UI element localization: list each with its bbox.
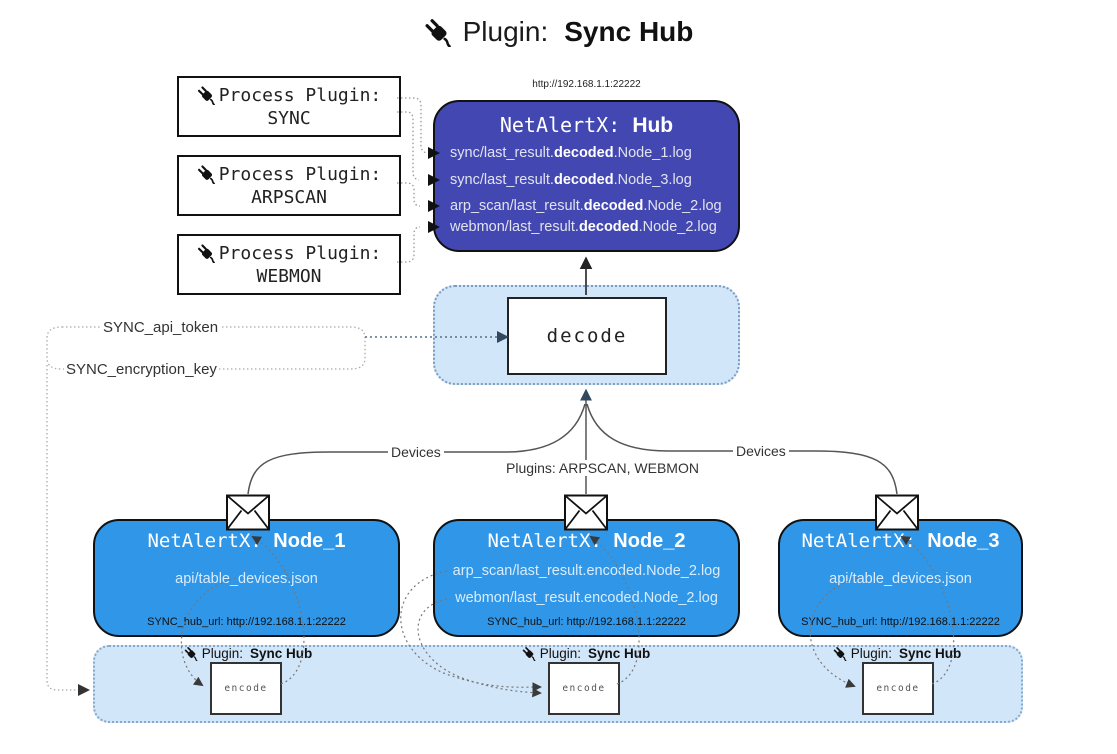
hub-title: NetAlertX: Hub [435, 113, 738, 138]
envelope-icon [875, 494, 919, 531]
plug-icon [184, 646, 199, 661]
config-api-token-label: SYNC_api_token [101, 319, 221, 336]
band-plugin-label: Plugin:Sync Hub [807, 646, 987, 661]
title-label: Plugin: [462, 16, 549, 47]
hub-node: NetAlertX: Hub sync/last_result.decoded.… [433, 100, 740, 252]
process-plugin-sync: Process Plugin: SYNC [177, 76, 401, 137]
config-to-band-arrowhead [78, 684, 90, 696]
config-encryption-key-label: SYNC_encryption_key [64, 361, 219, 378]
plug-icon [197, 85, 217, 105]
envelope-icon [564, 494, 608, 531]
process-plugin-name: SYNC [267, 107, 311, 129]
band-plugin-label: Plugin:Sync Hub [158, 646, 338, 661]
process-plugin-label: Process Plugin: [218, 163, 382, 185]
band-plugin-label: Plugin:Sync Hub [496, 646, 676, 661]
edge-label-plugins: Plugins: ARPSCAN, WEBMON [503, 460, 702, 476]
plug-icon [197, 164, 217, 184]
hub-file: sync/last_result.decoded.Node_1.log [450, 145, 692, 161]
node-1: NetAlertX: Node_1 api/table_devices.json… [93, 519, 400, 637]
process-plugin-name: ARPSCAN [251, 186, 327, 208]
process-plugin-label: Process Plugin: [218, 242, 382, 264]
hub-title-prefix: NetAlertX: [499, 113, 621, 137]
encode-box: encode [548, 662, 620, 715]
node-3: NetAlertX: Node_3 api/table_devices.json… [778, 519, 1023, 637]
node-to-decode-curves [247, 388, 898, 495]
node-hub-url: SYNC_hub_url: http://192.168.1.1:22222 [801, 616, 1000, 628]
plug-icon [424, 17, 454, 47]
plug-icon [522, 646, 537, 661]
node-hub-url: SYNC_hub_url: http://192.168.1.1:22222 [147, 616, 346, 628]
process-plugin-arpscan: Process Plugin: ARPSCAN [177, 155, 401, 216]
plugin-to-hub-connectors [397, 97, 428, 263]
edge-label-devices-right: Devices [733, 443, 789, 459]
hub-title-name: Hub [632, 114, 674, 137]
page-title: Plugin: Sync Hub [0, 16, 1117, 48]
node-hub-url: SYNC_hub_url: http://192.168.1.1:22222 [487, 616, 686, 628]
encode-box: encode [210, 662, 282, 715]
process-plugin-label: Process Plugin: [218, 84, 382, 106]
plug-icon [833, 646, 848, 661]
node-file: arp_scan/last_result.encoded.Node_2.log [452, 563, 721, 579]
envelope-icon [226, 494, 270, 531]
process-plugin-name: WEBMON [256, 265, 322, 287]
process-plugin-webmon: Process Plugin: WEBMON [177, 234, 401, 295]
decode-box: decode [507, 297, 667, 375]
node-title: NetAlertX: Node_2 [487, 530, 686, 552]
node-file: api/table_devices.json [175, 571, 318, 587]
title-name: Sync Hub [564, 16, 694, 47]
node-2: NetAlertX: Node_2 arp_scan/last_result.e… [433, 519, 740, 637]
hub-file: webmon/last_result.decoded.Node_2.log [450, 219, 717, 235]
node-file: webmon/last_result.encoded.Node_2.log [455, 590, 718, 606]
hub-file: arp_scan/last_result.decoded.Node_2.log [450, 198, 722, 214]
node-file: api/table_devices.json [829, 571, 972, 587]
node-title: NetAlertX: Node_1 [147, 530, 346, 552]
encode-box: encode [862, 662, 934, 715]
hub-url: http://192.168.1.1:22222 [532, 79, 641, 90]
plug-icon [197, 243, 217, 263]
hub-file: sync/last_result.decoded.Node_3.log [450, 172, 692, 188]
edge-label-devices-left: Devices [388, 444, 444, 460]
node-title: NetAlertX: Node_3 [801, 530, 1000, 552]
